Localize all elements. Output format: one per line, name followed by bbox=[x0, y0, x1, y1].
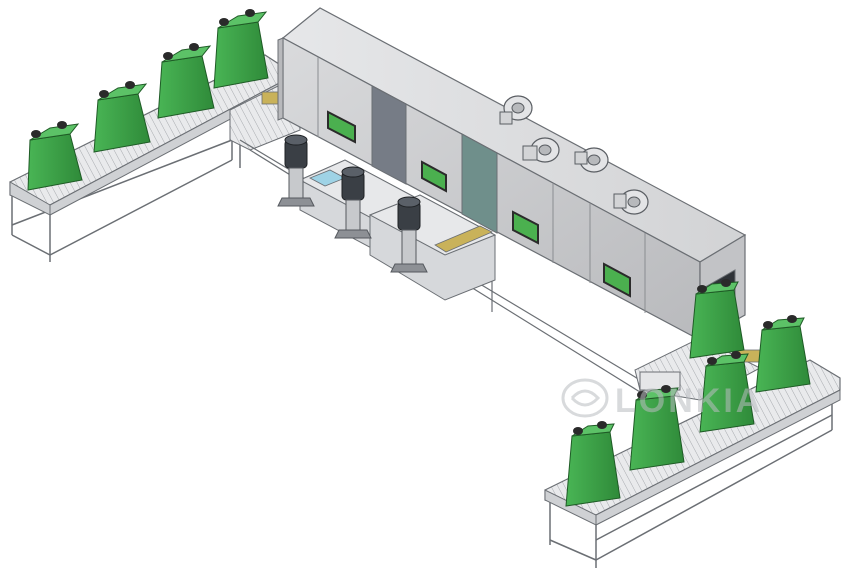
workpiece-6 bbox=[755, 315, 811, 393]
window-3 bbox=[512, 210, 539, 245]
door-panel-dark bbox=[371, 85, 407, 185]
inspection-windows bbox=[327, 110, 631, 298]
vertical-pumps bbox=[277, 134, 428, 273]
workpiece-8 bbox=[629, 385, 685, 471]
fan-2-icon bbox=[522, 137, 560, 163]
right-outfeed-conveyor bbox=[544, 337, 841, 568]
window-2 bbox=[421, 160, 447, 193]
fan-3-icon bbox=[574, 147, 609, 173]
exhaust-fans bbox=[499, 95, 649, 215]
watermark: LONKIA bbox=[561, 378, 763, 420]
watermark-logo-icon bbox=[561, 378, 609, 418]
workpiece-1 bbox=[27, 121, 83, 191]
pump-2 bbox=[334, 166, 372, 239]
workpiece-5 bbox=[689, 279, 745, 359]
door-panel-teal bbox=[461, 133, 498, 234]
window-4 bbox=[603, 262, 631, 298]
workpiece-9 bbox=[565, 421, 621, 507]
watermark-text: LONKIA bbox=[615, 382, 763, 420]
right-workpieces bbox=[565, 279, 811, 507]
pump-1 bbox=[277, 134, 315, 207]
pump-3 bbox=[390, 196, 428, 273]
workpiece-2 bbox=[93, 81, 151, 153]
fan-4-icon bbox=[613, 189, 649, 215]
workpiece-4 bbox=[213, 9, 269, 89]
left-workpieces bbox=[27, 9, 269, 191]
workpiece-3 bbox=[157, 43, 215, 119]
fan-1-icon bbox=[499, 95, 533, 125]
window-1 bbox=[327, 110, 356, 144]
workpiece-7 bbox=[699, 351, 755, 433]
